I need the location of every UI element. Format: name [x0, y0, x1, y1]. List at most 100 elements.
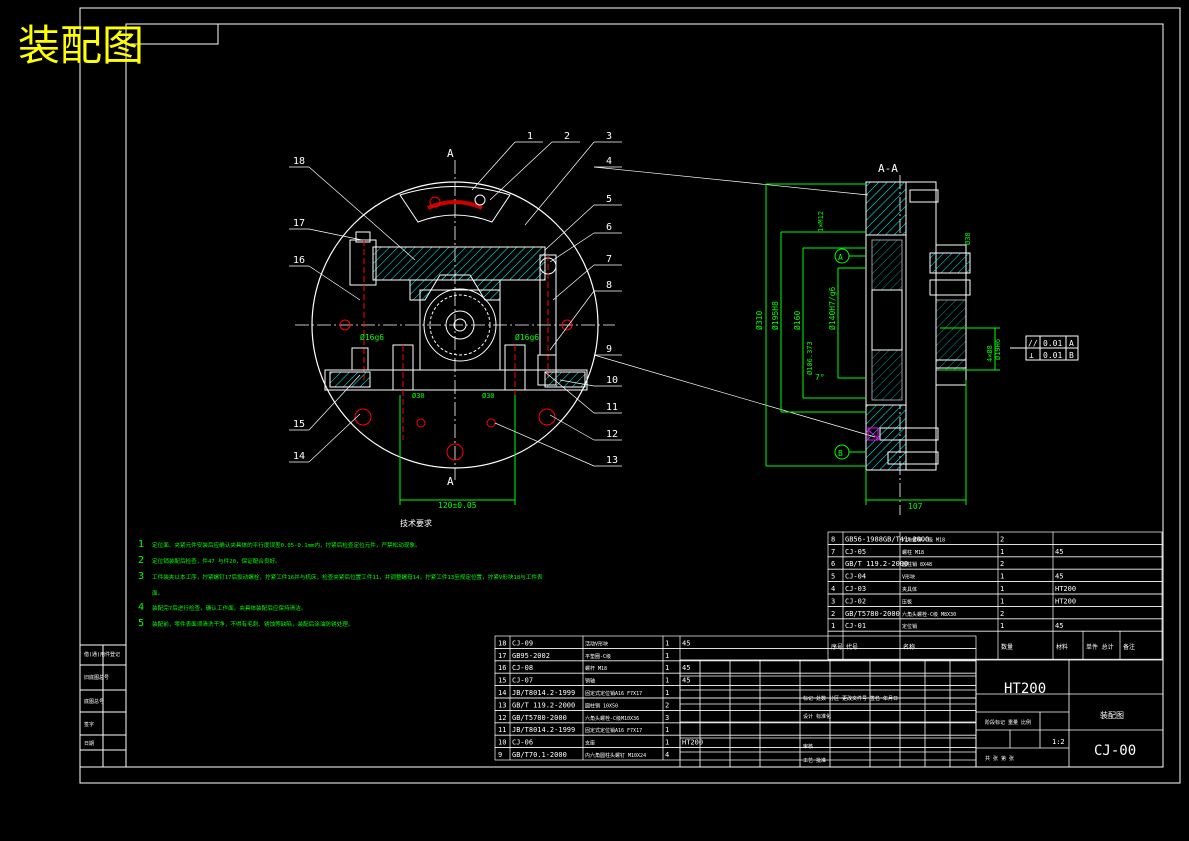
bom-cell-code: CJ-01 [845, 622, 866, 630]
bom-cell-name: 支座 [585, 740, 595, 747]
bom-cell-qty: 1 [665, 677, 669, 685]
title-material: HT200 [1004, 681, 1046, 697]
callout-leader [549, 414, 595, 441]
bom-cell-no: 18 [498, 639, 506, 647]
bom-cell-code: JB/T8014.2-1999 [512, 689, 575, 697]
bom-cell-name: 固定式定位销A16 F7X17 [585, 727, 642, 734]
bom-header-cell: 数量 [1001, 643, 1013, 651]
dim-195: Ø195H8 [770, 301, 780, 330]
front-view: A A 120±0.05 Ø16g6 Ø16g6 Ø30 Ø30 [295, 147, 615, 510]
bom-cell-no: 1 [831, 622, 835, 630]
bom-cell-name: 定位销 [902, 623, 917, 630]
bom-cell-mat: 45 [1055, 622, 1063, 630]
bom-cell-qty: 3 [665, 714, 669, 722]
bom-cell-mat: HT200 [682, 739, 703, 747]
bom-cell-qty: 1 [1000, 597, 1004, 605]
section-mark-bottom: A [447, 475, 454, 488]
dim-120: 120±0.05 [438, 501, 477, 510]
bom-cell-code: GB/T 119.2-2000 [845, 560, 908, 568]
note-number: 4 [138, 602, 144, 613]
callout-label-16: 16 [293, 255, 305, 266]
callout-leader [471, 141, 516, 191]
dim-160: Ø160 [792, 311, 802, 330]
bom-cell-no: 2 [831, 610, 835, 618]
callout-label-4: 4 [606, 156, 612, 167]
callout-leader [549, 232, 595, 263]
bom-cell-mat: HT200 [1055, 585, 1076, 593]
bom-header-cell: 单件 总计 [1086, 643, 1114, 651]
note-text: 工件装夹以本工序，拧紧螺钉17后扳动螺栓，拧紧工件16并与机床，检查夹紧后位置工… [152, 573, 543, 581]
notes-heading: 技术要求 [400, 518, 432, 528]
note-number: 2 [138, 555, 144, 566]
callout-label-3: 3 [606, 131, 612, 142]
callout-label-5: 5 [606, 194, 612, 205]
callout-leader [494, 422, 595, 467]
callout-leader [489, 141, 553, 201]
title-row-3: 审核 [803, 743, 813, 750]
title-row-1: 标记 处数 分区 更改文件号 签名 年月日 [803, 695, 898, 702]
callout-leader [308, 265, 361, 301]
dim-106: Ø106.373 [806, 341, 814, 375]
callout-leader [544, 371, 595, 414]
callout-label-17: 17 [293, 218, 305, 229]
bom-cell-code: CJ-02 [845, 597, 866, 605]
section-mark-top: A [447, 147, 454, 160]
callout-label-6: 6 [606, 222, 612, 233]
side-strip-label-2: 旧底图总号 [84, 674, 109, 681]
bom-cell-qty: 1 [665, 689, 669, 697]
bom-cell-name: 螺杆 M18 [585, 665, 607, 672]
title-drawing-no: CJ-00 [1094, 743, 1136, 759]
dim-140: Ø140H7/g6 [827, 286, 837, 330]
bom-cell-code: GB/T70.1-2000 [512, 751, 567, 759]
bom-cell-no: 8 [831, 535, 835, 543]
bom-cell-name: 平垫圈-C级 [585, 653, 611, 660]
title-row-2: 设计 标准化 [803, 713, 831, 720]
bom-cell-no: 9 [498, 751, 502, 759]
callout-leader [593, 166, 869, 196]
bom-cell-name: 夹具体 [902, 586, 917, 593]
bom-cell-mat: 45 [1055, 548, 1063, 556]
callout-label-11: 11 [606, 402, 618, 413]
callout-leader [552, 264, 595, 301]
bom-cell-name: 螺柱 M18 [902, 549, 924, 556]
bom-cell-no: 6 [831, 560, 835, 568]
callout-leader [593, 354, 876, 438]
bom-cell-code: GB/T5780-2000 [845, 610, 900, 618]
dim-bot-left: Ø30 [412, 392, 425, 400]
note-item: 面。 [152, 590, 163, 597]
bom-cell-code: GB/T5780-2000 [512, 714, 567, 722]
bom-cell-code: CJ-09 [512, 639, 533, 647]
note-text: 装配前，零件表面须清洗干净，不得有毛刺、锈蚀等缺陷，装配后涂油防锈处理。 [152, 620, 353, 628]
bom-cell-no: 15 [498, 677, 506, 685]
bom-cell-no: 14 [498, 689, 506, 697]
bom-cell-qty: 1 [665, 652, 669, 660]
bom-cell-no: 12 [498, 714, 506, 722]
bom-cell-mat: 45 [682, 677, 690, 685]
dim-fit-left: Ø16g6 [360, 332, 384, 342]
dim-310: Ø310 [754, 311, 764, 330]
callout-label-18: 18 [293, 156, 305, 167]
callout-label-8: 8 [606, 280, 612, 291]
dim-4x8: 4×Ø8 [986, 345, 994, 362]
callout-label-1: 1 [527, 131, 533, 142]
callout-leaders [289, 141, 876, 467]
tol-sym-2: ⊥ [1029, 351, 1034, 360]
bom-cell-no: 5 [831, 573, 835, 581]
bom-cell-mat: 45 [1055, 573, 1063, 581]
tol-val-2: 0.01 [1043, 351, 1062, 360]
tol-val-1: 0.01 [1043, 339, 1062, 348]
bom-cell-no: 13 [498, 701, 506, 709]
title-scale: 1:2 [1052, 738, 1065, 746]
bom-cell-code: CJ-08 [512, 664, 533, 672]
bom-cell-no: 11 [498, 726, 506, 734]
dim-19: Ø19H6 [994, 339, 1002, 360]
